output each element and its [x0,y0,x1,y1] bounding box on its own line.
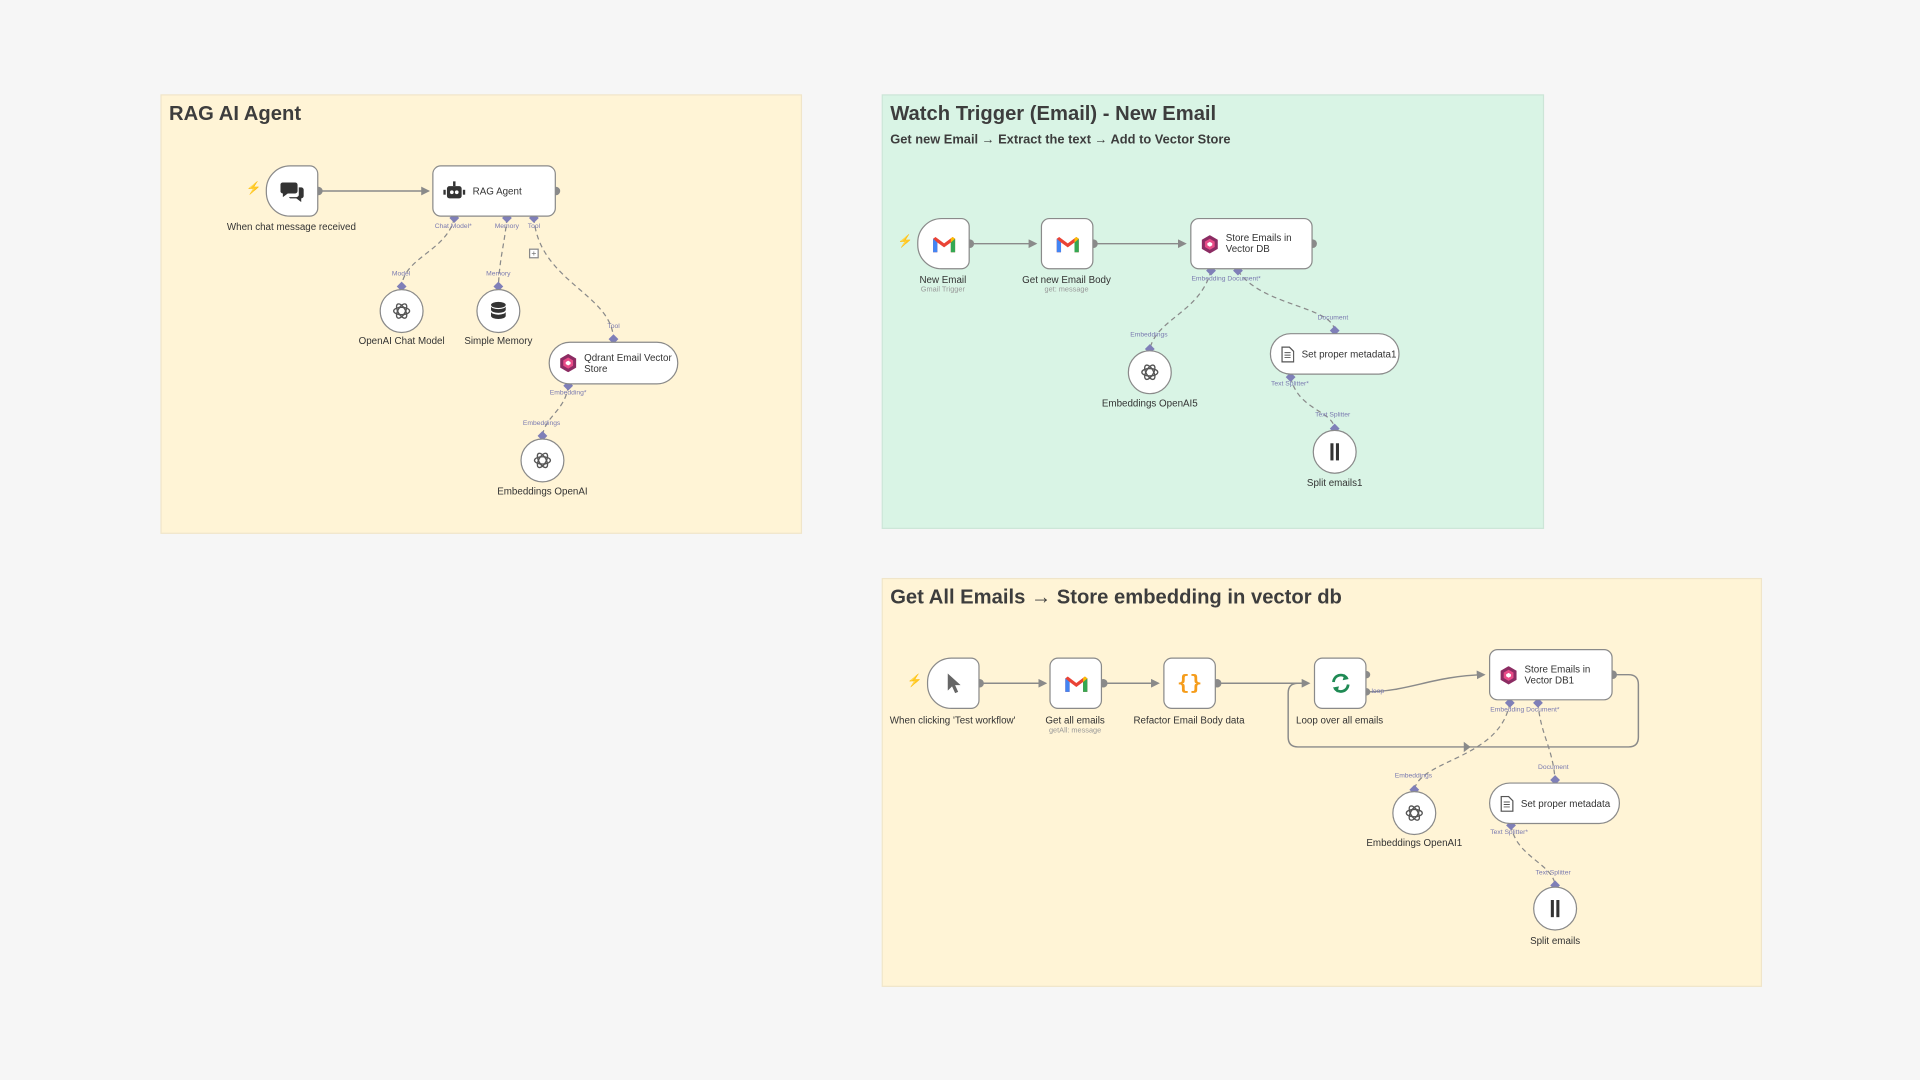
chat-icon [279,180,304,203]
node-label: Qdrant Email Vector Store [584,352,672,375]
node-label: Get all emails [1045,715,1105,727]
node-qdrant-email-vector-store[interactable]: Qdrant Email Vector Store [548,341,679,385]
openai-icon [1140,362,1160,382]
node-refactor-email-body[interactable]: {} [1163,657,1216,709]
node-label: Set proper metadata [1520,797,1611,809]
node-embeddings-openai[interactable] [520,438,565,483]
node-get-new-email-body[interactable] [1040,217,1094,270]
port-label: Text Splitter* [1490,828,1529,837]
trigger-bolt-icon: ⚡ [246,182,262,196]
port-label: Embeddings [1394,772,1433,781]
qdrant-icon [1201,234,1218,253]
port-label: Tool [607,323,620,331]
node-store-emails-vector-db1[interactable]: Store Emails in Vector DB1 [1488,648,1613,701]
port-label: Model [391,270,411,278]
node-label: Refactor Email Body data [1133,715,1245,727]
node-label: New Email [919,274,967,286]
port-label: Text Splitter [1535,869,1571,877]
node-get-all-emails[interactable] [1049,657,1103,709]
port-label: loop [1371,688,1385,696]
node-label: OpenAI Chat Model [358,335,445,347]
trigger-bolt-icon: ⚡ [897,235,913,249]
gmail-icon [1063,674,1087,692]
port-label: Embedding Document* [1490,706,1560,714]
node-label: Loop over all emails [1296,715,1384,727]
document-icon [1500,795,1514,812]
splitter-icon [1549,899,1561,919]
port-label: Embeddings [1130,331,1168,340]
port-label: Memory [494,222,520,231]
node-label: Embeddings OpenAI5 [1101,397,1198,409]
node-label: Store Emails in Vector DB [1225,232,1292,255]
node-label: Embeddings OpenAI [497,486,588,498]
sticky-title: Watch Trigger (Email) - New Email [890,102,1217,125]
splitter-icon [1329,442,1341,462]
sticky-note-get-all-emails[interactable]: Get All Emails → Store embedding in vect… [881,577,1763,987]
openai-icon [392,301,412,321]
node-rag-agent[interactable]: RAG Agent [432,165,556,217]
node-chat-trigger[interactable] [265,165,319,217]
node-label: Set proper metadata1 [1301,348,1397,360]
node-openai-chat-model[interactable] [379,288,424,334]
node-split-emails1[interactable] [1312,429,1357,474]
port-label: Embedding Document* [1191,275,1261,283]
node-sublabel: get: message [1044,286,1089,294]
port-label: Memory [486,270,511,278]
robot-icon [443,181,466,201]
node-embeddings-openai5[interactable] [1127,350,1172,395]
gmail-icon [931,234,955,252]
port-label: Chat Model* [434,222,472,231]
node-sublabel: Gmail Trigger [920,286,965,294]
qdrant-icon [560,353,577,373]
openai-icon [533,451,553,471]
node-split-emails[interactable] [1533,886,1578,931]
port-label: Text Splitter [1315,411,1351,419]
sticky-title: RAG AI Agent [168,102,302,125]
node-set-proper-metadata[interactable]: Set proper metadata [1488,782,1621,825]
node-sublabel: getAll: message [1048,727,1102,735]
sticky-note-watch-trigger[interactable]: Watch Trigger (Email) - New Email Get ne… [881,94,1545,529]
openai-icon [1405,803,1425,823]
port-label: Document [1537,764,1569,772]
port-label: Embedding* [549,389,587,397]
add-tool-button[interactable]: + [528,248,539,259]
node-loop-over-emails[interactable] [1313,657,1367,709]
node-label: Store Emails in Vector DB1 [1524,663,1591,686]
cursor-icon [945,672,962,694]
document-icon [1281,345,1295,362]
sticky-title: Get All Emails → Store embedding in vect… [890,586,1342,609]
sticky-subtitle: Get new Email → Extract the text → Add t… [890,132,1231,147]
port-label: Text Splitter* [1271,380,1309,389]
node-store-emails-vector-db[interactable]: Store Emails in Vector DB [1190,217,1313,270]
trigger-bolt-icon: ⚡ [907,674,923,689]
node-label: RAG Agent [472,185,522,197]
node-label: When chat message received [226,221,356,233]
node-label: Get new Email Body [1022,274,1111,286]
gmail-icon [1055,234,1079,252]
node-set-proper-metadata1[interactable]: Set proper metadata1 [1269,333,1400,375]
code-braces-icon: {} [1177,671,1203,696]
node-label: Simple Memory [464,335,533,347]
node-label: Embeddings OpenAI1 [1366,837,1463,849]
node-embeddings-openai1[interactable] [1392,791,1437,836]
database-icon [490,301,507,321]
port-label: Document [1317,314,1349,323]
loop-icon [1329,672,1351,694]
node-label: When clicking 'Test workflow' [889,715,1016,727]
node-new-email[interactable] [917,217,970,270]
port-label: Embeddings [522,420,561,428]
port-label: Tool [527,222,541,231]
node-label: Split emails [1530,935,1581,947]
qdrant-icon [1500,665,1517,684]
node-label: Split emails1 [1306,477,1363,489]
node-simple-memory[interactable] [476,288,521,334]
node-manual-trigger[interactable] [926,657,980,709]
